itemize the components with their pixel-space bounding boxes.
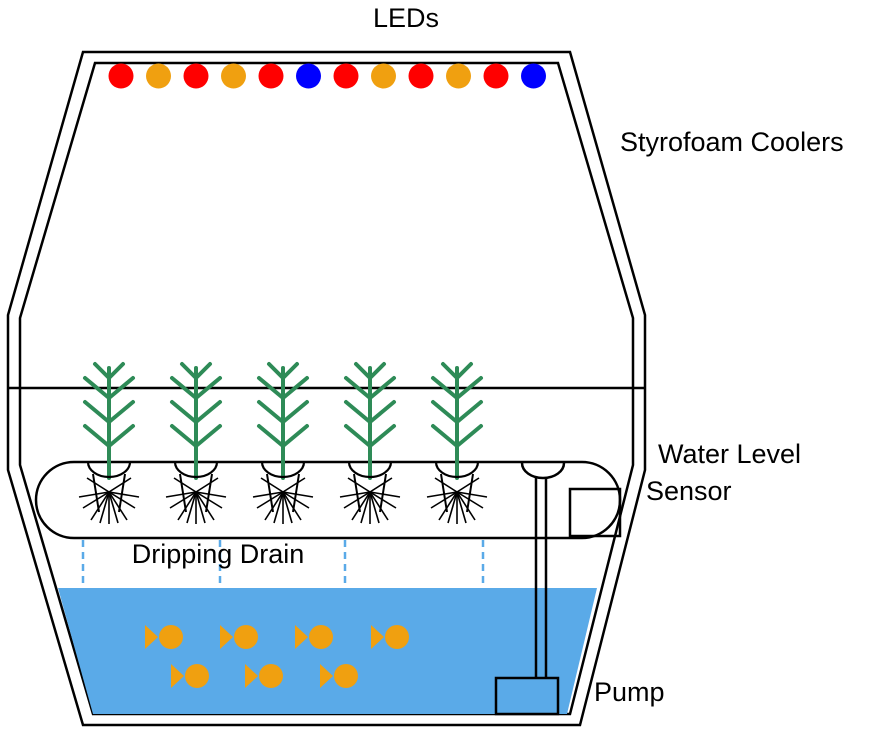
plant	[252, 362, 314, 524]
led-orange	[221, 63, 246, 89]
fish	[371, 625, 409, 649]
led-blue	[521, 63, 546, 89]
plant	[165, 362, 227, 524]
outer-cooler-wall	[6, 50, 647, 727]
plant	[426, 362, 488, 524]
pump-label: Pump	[594, 677, 665, 707]
led-blue	[296, 63, 321, 89]
fish-school	[145, 625, 409, 688]
led-red	[333, 63, 359, 89]
led-orange	[371, 63, 396, 89]
drip-lines	[81, 540, 485, 588]
led-red	[183, 63, 209, 89]
pump	[494, 676, 560, 716]
led-orange	[146, 63, 171, 89]
water-level-sensor	[568, 487, 622, 538]
coolers-label: Styrofoam Coolers	[620, 127, 844, 157]
led-red	[258, 63, 284, 89]
plant	[339, 362, 401, 524]
led-red	[408, 63, 434, 89]
plants	[78, 362, 488, 524]
led-red	[108, 63, 134, 89]
fish	[245, 664, 283, 688]
fish	[320, 664, 358, 688]
led-red	[483, 63, 509, 89]
inner-cooler-wall	[18, 61, 635, 716]
fish	[220, 625, 258, 649]
sensor-label-line1: Water Level	[658, 439, 801, 469]
led-orange	[446, 63, 471, 89]
plant	[78, 362, 140, 524]
pump-pipe	[520, 462, 566, 678]
drain-label: Dripping Drain	[132, 539, 305, 569]
fish	[145, 625, 183, 649]
fish	[171, 664, 209, 688]
fish	[295, 625, 333, 649]
leds-label: LEDs	[373, 3, 439, 33]
sensor-label-line2: Sensor	[646, 476, 732, 506]
led-strip	[108, 63, 546, 89]
